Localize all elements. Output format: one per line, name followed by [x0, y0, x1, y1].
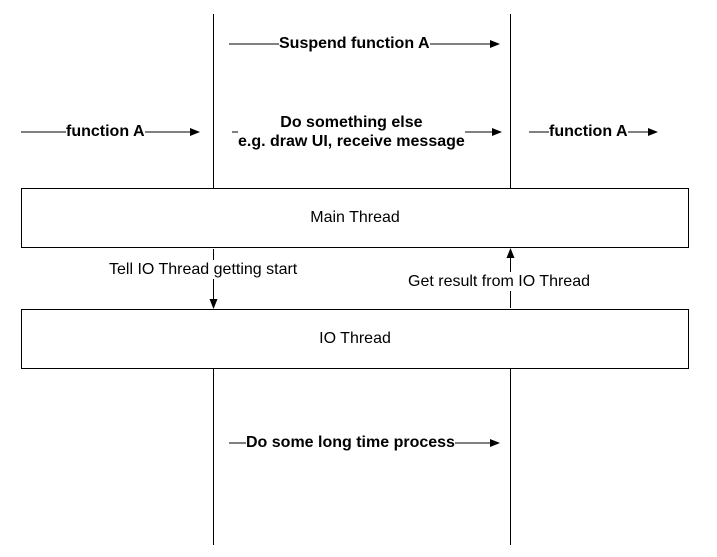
io-thread-box: IO Thread: [21, 309, 689, 369]
tell-io-label: Tell IO Thread getting start: [109, 260, 298, 279]
main-thread-box: Main Thread: [21, 188, 689, 248]
function-a-left-label: function A: [66, 122, 145, 141]
suspend-function-label: Suspend function A: [279, 34, 430, 53]
do-something-line2: e.g. draw UI, receive message: [238, 133, 465, 150]
function-a-right-label: function A: [549, 122, 628, 141]
get-result-label: Get result from IO Thread: [408, 272, 590, 291]
do-something-label: Do something else e.g. draw UI, receive …: [238, 113, 465, 151]
long-process-label: Do some long time process: [246, 433, 455, 452]
main-thread-label: Main Thread: [310, 209, 400, 226]
io-thread-label: IO Thread: [319, 330, 391, 347]
do-something-line1: Do something else: [280, 114, 423, 131]
